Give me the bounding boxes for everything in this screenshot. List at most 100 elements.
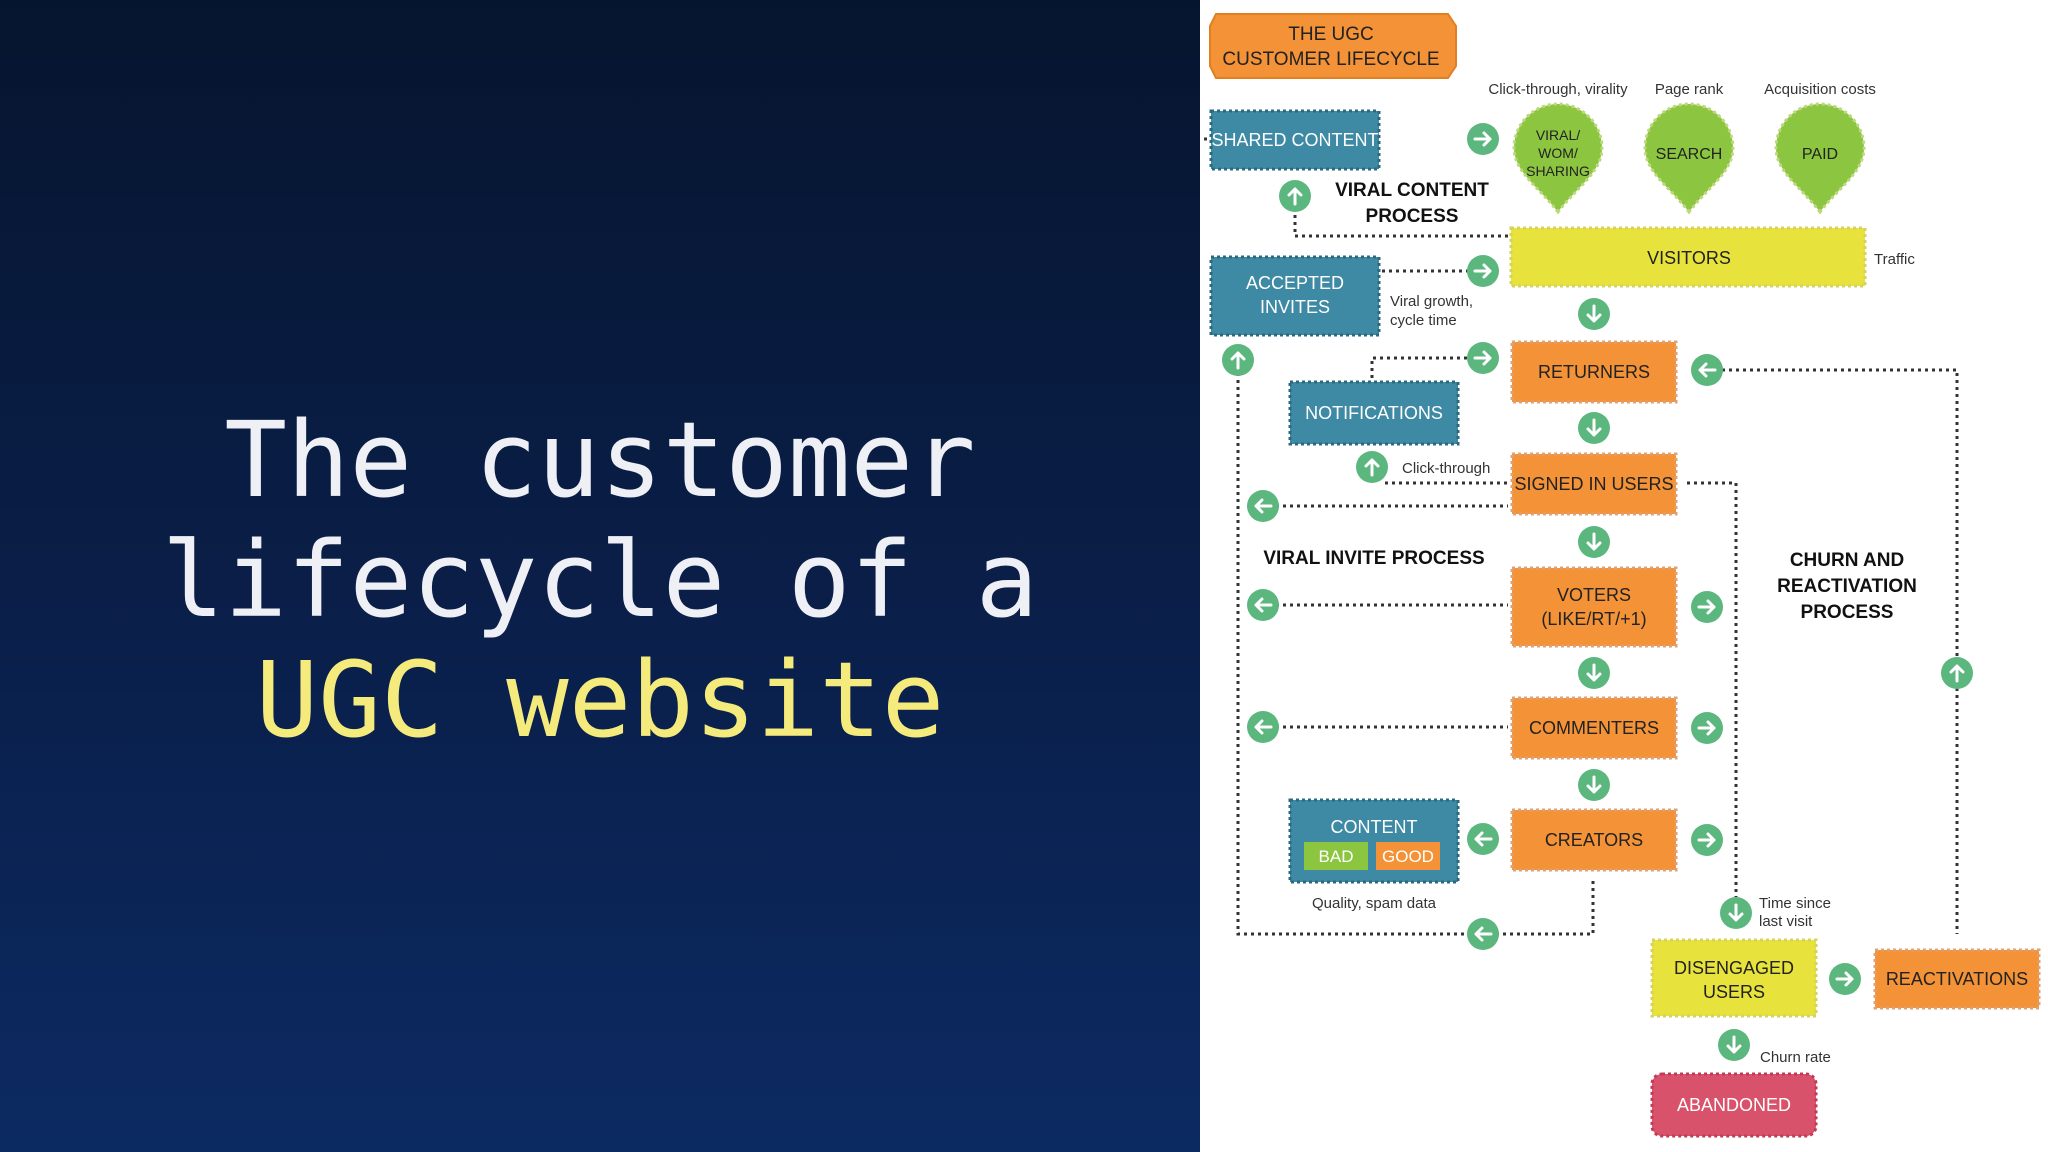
arrow-right-icon <box>1689 822 1725 858</box>
connector-notifications <box>1370 356 1482 378</box>
node-content-good-label: GOOD <box>1382 847 1434 866</box>
annotations: Traffic Viral growth, cycle time Click-t… <box>1312 251 1915 1066</box>
node-voters: VOTERS (LIKE/RT/+1) <box>1510 566 1678 648</box>
node-abandoned: ABANDONED <box>1650 1072 1818 1138</box>
node-accepted-invites-line-1: ACCEPTED <box>1246 273 1344 293</box>
annotation-viral-growth-1: Viral growth, <box>1390 293 1473 310</box>
node-creators-label: CREATORS <box>1545 830 1643 850</box>
viral-invite-process: VIRAL INVITE PROCESS <box>1263 548 1484 569</box>
annotation-churn-rate: Churn rate <box>1760 1049 1831 1066</box>
channel-paid-label: PAID <box>1802 146 1838 163</box>
churn-process-line-2: REACTIVATION <box>1777 576 1917 597</box>
arrow-left-icon <box>1689 352 1725 388</box>
channel-search-label: SEARCH <box>1656 146 1723 163</box>
process-labels: VIRAL CONTENT PROCESS VIRAL INVITE PROCE… <box>1263 180 1917 623</box>
arrow-right-icon <box>1689 589 1725 625</box>
channel-viral-line-3: SHARING <box>1526 163 1590 179</box>
title-line-2: lifecycle of a <box>161 519 1039 641</box>
arrow-right-icon <box>1465 253 1501 289</box>
node-visitors: VISITORS <box>1509 226 1867 288</box>
node-abandoned-label: ABANDONED <box>1677 1095 1791 1115</box>
annotation-traffic: Traffic <box>1874 251 1915 268</box>
channel-viral-caption: Click-through, virality <box>1488 81 1628 98</box>
node-visitors-label: VISITORS <box>1647 248 1731 268</box>
title-highlight: UGC website <box>255 639 945 761</box>
arrow-down-icon <box>1576 655 1612 691</box>
annotation-quality: Quality, spam data <box>1312 895 1437 912</box>
viral-content-process-line-1: VIRAL CONTENT <box>1335 180 1489 201</box>
header-line-1: THE UGC <box>1288 24 1374 45</box>
node-content-bad <box>1304 842 1368 870</box>
churn-process-line-3: PROCESS <box>1801 602 1894 623</box>
node-content: CONTENT BAD GOOD <box>1288 798 1460 884</box>
connector-viral-content <box>1293 208 1508 238</box>
node-shared-content: SHARED CONTENT <box>1209 109 1381 171</box>
arrow-up-icon <box>1220 342 1256 378</box>
arrow-right-icon <box>1465 121 1501 157</box>
arrow-down-icon <box>1576 767 1612 803</box>
node-disengaged-line-2: USERS <box>1703 982 1765 1002</box>
arrow-left-icon <box>1245 488 1281 524</box>
lifecycle-diagram: THE UGC CUSTOMER LIFECYCLE Click-through… <box>1200 13 2041 1138</box>
node-disengaged: DISENGAGED USERS <box>1650 938 1818 1018</box>
churn-process-line-1: CHURN AND <box>1790 550 1904 571</box>
node-content-good <box>1376 842 1440 870</box>
diagram-panel: THE UGC CUSTOMER LIFECYCLE Click-through… <box>1200 0 2048 1152</box>
arrow-right-icon <box>1465 340 1501 376</box>
channel-viral-line-1: VIRAL/ <box>1536 127 1580 143</box>
arrow-up-icon <box>1939 655 1975 691</box>
node-returners-label: RETURNERS <box>1538 362 1650 382</box>
node-reactivations: REACTIVATIONS <box>1873 948 2041 1010</box>
annotation-click-through: Click-through <box>1402 460 1490 477</box>
channel-viral-line-2: WOM/ <box>1538 145 1578 161</box>
node-commenters-label: COMMENTERS <box>1529 718 1659 738</box>
arrow-left-icon <box>1245 587 1281 623</box>
node-voters-line-1: VOTERS <box>1557 585 1631 605</box>
arrow-right-icon <box>1827 961 1863 997</box>
arrow-down-icon <box>1718 895 1754 931</box>
arrow-down-icon <box>1576 524 1612 560</box>
arrow-up-icon <box>1277 178 1313 214</box>
node-signed-in-label: SIGNED IN USERS <box>1514 474 1673 494</box>
connectors <box>1200 137 1959 936</box>
node-voters-line-2: (LIKE/RT/+1) <box>1541 609 1646 629</box>
node-content-label: CONTENT <box>1331 817 1418 837</box>
arrow-down-icon <box>1576 410 1612 446</box>
arrow-down-icon <box>1576 296 1612 332</box>
node-returners: RETURNERS <box>1510 340 1678 404</box>
arrow-right-icon <box>1689 710 1725 746</box>
node-shared-content-label: SHARED CONTENT <box>1211 130 1378 150</box>
diagram-header: THE UGC CUSTOMER LIFECYCLE <box>1209 13 1457 79</box>
channel-search-caption: Page rank <box>1655 81 1724 98</box>
node-notifications-label: NOTIFICATIONS <box>1305 403 1443 423</box>
arrow-left-icon <box>1465 821 1501 857</box>
connector-invite-loop <box>1236 373 1595 936</box>
node-accepted-invites: ACCEPTED INVITES <box>1209 255 1381 337</box>
arrow-left-icon <box>1465 916 1501 952</box>
arrow-down-icon <box>1716 1027 1752 1063</box>
node-creators: CREATORS <box>1510 808 1678 872</box>
header-line-2: CUSTOMER LIFECYCLE <box>1222 49 1439 70</box>
title-line-1: The customer <box>224 399 976 521</box>
channel-search: Page rank SEARCH <box>1643 81 1735 215</box>
connector-disengaged <box>1687 481 1738 897</box>
annotation-viral-growth-2: cycle time <box>1390 312 1457 329</box>
arrow-left-icon <box>1245 709 1281 745</box>
arrow-up-icon <box>1354 449 1390 485</box>
node-commenters: COMMENTERS <box>1510 696 1678 760</box>
channel-viral: Click-through, virality VIRAL/ WOM/ SHAR… <box>1488 81 1628 215</box>
annotation-time-since-1: Time since <box>1759 895 1831 912</box>
viral-content-process-line-2: PROCESS <box>1366 206 1459 227</box>
node-reactivations-label: REACTIVATIONS <box>1886 969 2028 989</box>
connector-returners-right <box>1708 368 1959 934</box>
node-signed-in: SIGNED IN USERS <box>1510 452 1678 516</box>
node-notifications: NOTIFICATIONS <box>1288 380 1460 446</box>
node-accepted-invites-line-2: INVITES <box>1260 297 1330 317</box>
node-content-bad-label: BAD <box>1319 847 1354 866</box>
channel-paid: Acquisition costs PAID <box>1764 81 1876 215</box>
node-disengaged-line-1: DISENGAGED <box>1674 958 1794 978</box>
channel-paid-caption: Acquisition costs <box>1764 81 1876 98</box>
annotation-time-since-2: last visit <box>1759 913 1813 930</box>
